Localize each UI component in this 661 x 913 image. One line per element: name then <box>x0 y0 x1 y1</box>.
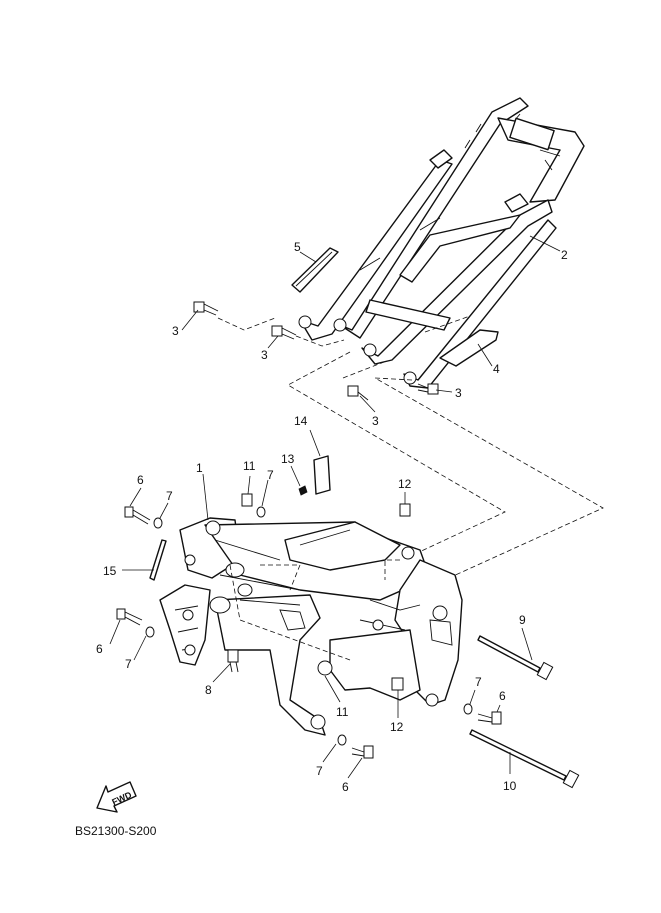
bolt-3b <box>271 325 297 340</box>
washer-7-top <box>256 506 266 518</box>
callout-11a: 11 <box>243 459 256 473</box>
callout-6d: 6 <box>499 689 506 703</box>
callout-3b: 3 <box>261 348 268 362</box>
callout-4: 4 <box>493 362 500 376</box>
washer-7-right <box>463 703 473 715</box>
callout-8: 8 <box>205 683 212 697</box>
collar-12-lower <box>391 677 404 691</box>
callout-2: 2 <box>561 248 568 262</box>
callout-14: 14 <box>294 414 308 428</box>
washer-7-lower-left <box>145 626 155 638</box>
callout-7e: 7 <box>475 675 482 689</box>
callout-7a: 7 <box>166 489 173 503</box>
callout-15: 15 <box>103 564 117 578</box>
bolt-6-lower-left <box>116 608 143 626</box>
bolt-6-upper-left <box>124 506 151 525</box>
diagram-code: BS21300-S200 <box>75 824 157 838</box>
main-frame <box>159 517 463 736</box>
rear-subframe <box>298 97 585 389</box>
callout-3c: 3 <box>372 414 379 428</box>
callout-12a: 12 <box>398 477 412 491</box>
callout-3d: 3 <box>455 386 462 400</box>
bolt-10 <box>469 729 580 789</box>
part-13 <box>298 485 308 496</box>
callout-6a: 6 <box>137 473 144 487</box>
callout-6b: 6 <box>96 642 103 656</box>
callout-6c: 6 <box>342 780 349 794</box>
callout-9: 9 <box>519 613 526 627</box>
bolt-9 <box>477 635 554 681</box>
leader-lines <box>109 235 561 779</box>
collar-11-upper <box>241 493 253 507</box>
callout-11b: 11 <box>336 705 349 719</box>
protector-plate-4 <box>439 329 499 367</box>
plate-15 <box>149 539 167 581</box>
bolt-3c <box>347 385 369 401</box>
callout-3a: 3 <box>172 324 179 338</box>
connection-lines <box>217 315 604 583</box>
bolt-6-bottom <box>351 745 374 759</box>
callout-7c: 7 <box>125 657 132 671</box>
washer-7-bottom <box>337 734 347 746</box>
bolt-6-right <box>477 711 502 725</box>
protector-plate-5 <box>291 247 339 293</box>
bolt-3d <box>417 383 439 395</box>
bolt-8 <box>227 649 239 673</box>
bolt-3-group <box>193 301 439 401</box>
bolt-3a <box>193 301 219 316</box>
callout-1: 1 <box>196 461 203 475</box>
callout-7b: 7 <box>267 468 274 482</box>
collar-12-upper <box>399 503 411 517</box>
callout-10: 10 <box>503 779 517 793</box>
callout-12b: 12 <box>390 720 404 734</box>
label-sheet-14 <box>313 455 331 495</box>
washer-7-upper-left <box>153 517 163 529</box>
callout-5: 5 <box>294 240 301 254</box>
callout-7d: 7 <box>316 764 323 778</box>
fwd-arrow-icon: FWD <box>96 781 137 813</box>
callout-labels: 1 2 3 3 3 3 4 5 6 6 6 6 7 7 7 7 7 8 9 10… <box>96 240 568 794</box>
callout-13: 13 <box>281 452 295 466</box>
